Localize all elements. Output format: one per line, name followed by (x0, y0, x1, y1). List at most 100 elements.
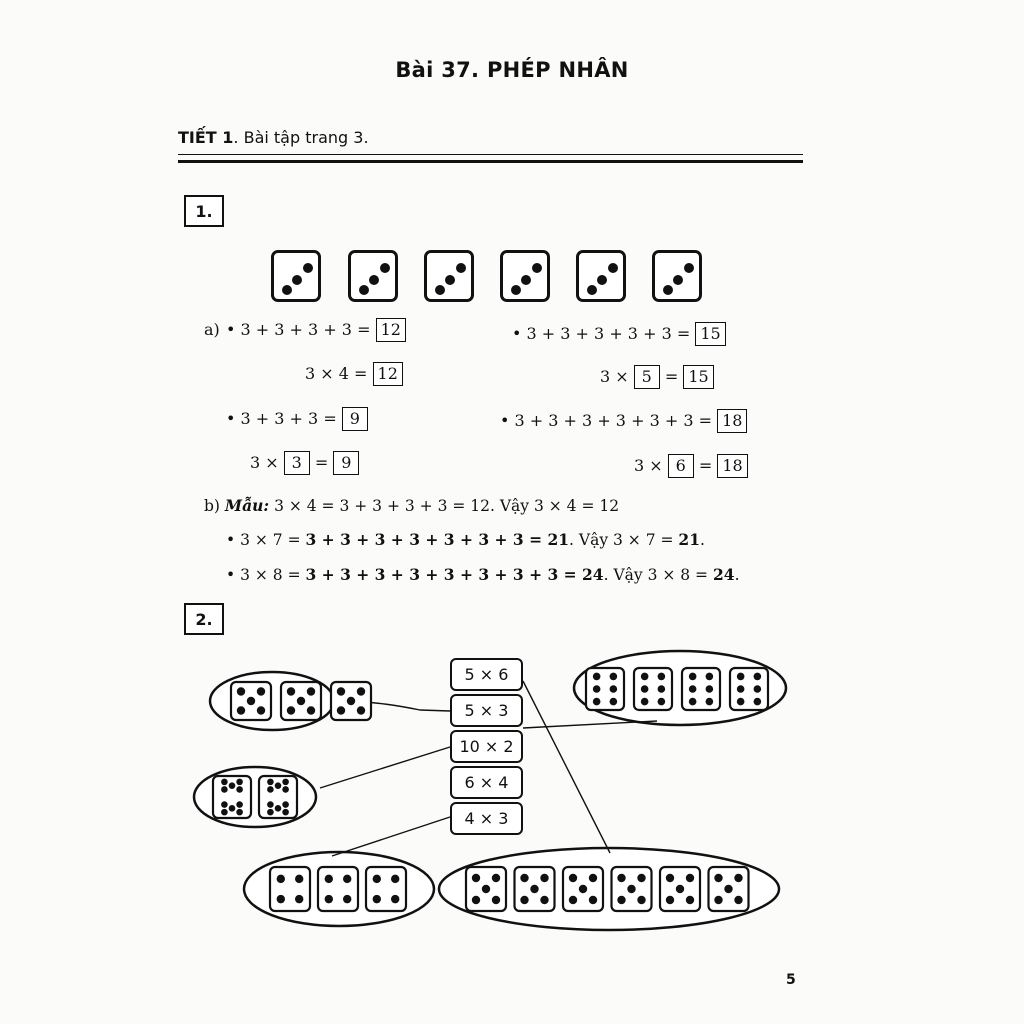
die-pip (657, 697, 666, 706)
connector-line (522, 720, 658, 729)
die-pip (736, 685, 745, 693)
addition-expression: 3 + 3 + 3 + 3 + 3 + 3 = (514, 411, 712, 430)
part-a-label: a) (204, 320, 220, 339)
part-b-label: b) (204, 497, 220, 515)
die-pip (221, 778, 228, 786)
answer-box: 9 (341, 407, 368, 431)
die-pip (267, 786, 274, 793)
page-number: 5 (786, 972, 796, 988)
die-pip (521, 275, 531, 285)
die-pip (303, 263, 313, 273)
die-face (728, 666, 770, 712)
a-item-1-multiplication: 3 × 4 = 12 (305, 362, 403, 386)
die-pip (346, 696, 356, 706)
die-pip (688, 672, 697, 681)
die-pip (568, 895, 578, 905)
die-pip (236, 786, 243, 793)
die-pip (286, 687, 296, 696)
factor-box: 3 (283, 451, 310, 475)
bullet: • (226, 409, 241, 428)
die-pip (267, 808, 274, 816)
die-pip (236, 801, 243, 808)
die-pip (688, 697, 697, 706)
die-pip (511, 285, 521, 295)
die-pip (532, 263, 542, 273)
heading-rule-thin (178, 154, 803, 155)
die-pip (753, 697, 762, 706)
expression-6x4: 6 × 4 (450, 766, 523, 799)
die-pip (657, 672, 666, 681)
die-pip (236, 808, 243, 816)
answer-box: 15 (695, 322, 726, 346)
die-pip (359, 285, 369, 295)
die-pip (372, 874, 381, 884)
addition-expression: 3 + 3 + 3 = (240, 409, 337, 428)
die-pip (267, 801, 274, 808)
b-line-conclusion: . Vậy 3 × 7 = (569, 531, 674, 549)
die-pip (471, 873, 481, 883)
a-item-4-multiplication: 3 × 6 = 18 (634, 454, 748, 478)
multiplication-expression: 3 × (634, 456, 663, 475)
die-pip (343, 874, 352, 884)
bullet: • (500, 411, 515, 430)
die-pip (673, 275, 683, 285)
die-pip (282, 778, 289, 786)
die-pip (637, 873, 646, 883)
die-pip (705, 672, 714, 681)
die-pip (282, 786, 289, 793)
die-pip (306, 687, 316, 696)
die-pip (336, 706, 346, 715)
die-pip (665, 873, 675, 883)
answer-box: 15 (683, 365, 714, 389)
multiplication-expression: 3 × (600, 367, 629, 386)
die-pip (306, 706, 316, 715)
die-pip (597, 275, 607, 285)
die-pip (471, 895, 481, 905)
die-pip (236, 778, 243, 786)
die-pip (640, 685, 649, 693)
die-pip (753, 685, 762, 693)
die-pip (592, 672, 601, 681)
part-b-sample: b) Mẫu: 3 × 4 = 3 + 3 + 3 + 3 = 12. Vậy … (204, 496, 619, 515)
die-pip (336, 687, 346, 696)
die-three (652, 250, 702, 302)
connector-line (522, 680, 611, 854)
die-pip (236, 706, 246, 715)
a-item-1-addition: • 3 + 3 + 3 + 3 = 12 (226, 318, 406, 342)
a-item-2-addition: • 3 + 3 + 3 + 3 + 3 = 15 (512, 322, 726, 346)
answer-box: 9 (333, 451, 360, 475)
die-pip (343, 894, 352, 904)
bullet: • (512, 324, 527, 343)
die-face (211, 774, 253, 820)
die-pip (256, 687, 266, 696)
die-pip (276, 894, 285, 904)
die-pip (627, 884, 636, 894)
die-pip (491, 895, 501, 905)
die-pip (736, 672, 745, 681)
die-pip (520, 873, 529, 883)
die-three (348, 250, 398, 302)
die-pip (295, 874, 304, 884)
b-line-sum: 3 + 3 + 3 + 3 + 3 + 3 + 3 + 3 = 24 (305, 565, 604, 584)
die-pip (445, 275, 455, 285)
die-pip (295, 894, 304, 904)
die-pip (520, 895, 529, 905)
die-pip (372, 894, 381, 904)
die-pip (391, 874, 400, 884)
die-pip (246, 696, 256, 706)
lesson-heading: TIẾT 1. Bài tập trang 3. (178, 128, 369, 147)
b-line-conclusion: . Vậy 3 × 8 = (603, 566, 709, 584)
die-pip (481, 884, 491, 894)
die-pip (540, 873, 549, 883)
die-face (268, 865, 312, 913)
multiplication-expression: 3 × 4 = (305, 364, 368, 383)
b-line-lhs: 3 × 7 = (240, 531, 301, 549)
die-pip (609, 697, 618, 706)
die-pip (286, 706, 296, 715)
die-face (584, 666, 626, 712)
die-pip (753, 672, 762, 681)
die-pip (282, 801, 289, 808)
die-pip (588, 895, 598, 905)
die-pip (685, 873, 695, 883)
